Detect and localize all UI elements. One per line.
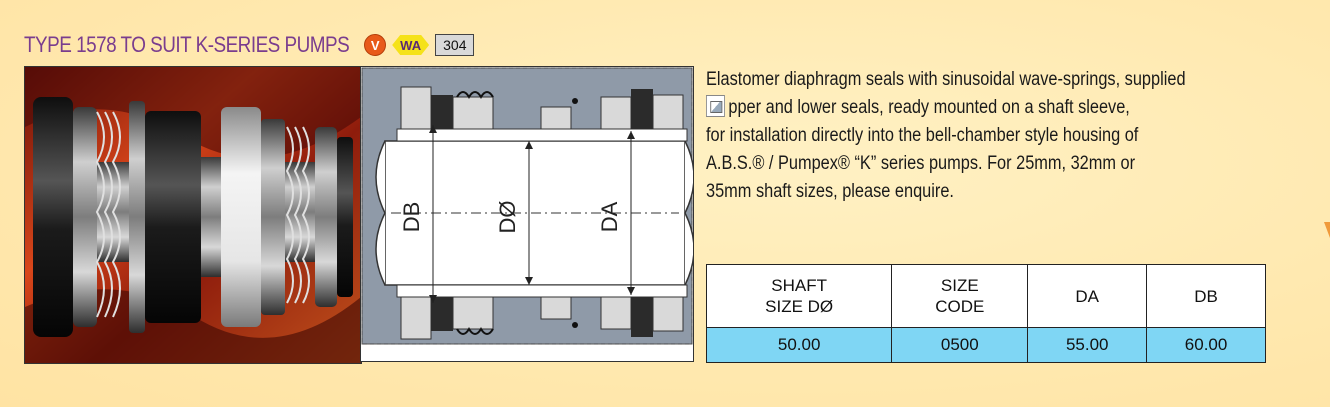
product-photo: [24, 66, 362, 364]
cell-shaft-size: 50.00: [705, 327, 893, 363]
da-dimension-label: DA: [597, 201, 622, 232]
description-line: 35mm shaft sizes, please enquire.: [706, 181, 954, 202]
cell-size-code: 0500: [891, 327, 1029, 363]
table-row: 50.00 0500 55.00 60.00: [705, 327, 1266, 363]
wa-badge: WA: [392, 35, 429, 55]
cell-db: 60.00: [1146, 327, 1266, 363]
seal-photo-image: [25, 67, 361, 363]
description-line: for installation directly into the bell-…: [706, 125, 1139, 146]
cross-section-svg: DB DØ DA: [361, 67, 695, 345]
page-title: TYPE 1578 TO SUIT K-SERIES PUMPS: [24, 32, 350, 57]
description-line-text: pper and lower seals, ready mounted on a…: [728, 97, 1130, 118]
steel-grade-badge: 304: [435, 34, 475, 56]
description-line: Elastomer diaphragm seals with sinusoida…: [706, 69, 1186, 90]
description-line: A.B.S.® / Pumpex® “K” series pumps. For …: [706, 153, 1136, 174]
db-dimension-label: DB: [399, 202, 424, 233]
cell-da: 55.00: [1027, 327, 1148, 363]
product-description: Elastomer diaphragm seals with sinusoida…: [706, 66, 1188, 206]
missing-image-icon: [706, 95, 725, 117]
cross-section-drawing: DB DØ DA: [360, 66, 695, 362]
column-header-da: DA: [1027, 264, 1148, 328]
page-edge-marker: [1324, 222, 1330, 238]
description-line: pper and lower seals, ready mounted on a…: [706, 94, 1188, 122]
title-row: TYPE 1578 TO SUIT K-SERIES PUMPS V WA 30…: [24, 30, 475, 60]
column-header-db: DB: [1146, 264, 1266, 328]
viton-badge: V: [364, 34, 387, 56]
shaft-diameter-dimension-label: DØ: [495, 201, 520, 234]
